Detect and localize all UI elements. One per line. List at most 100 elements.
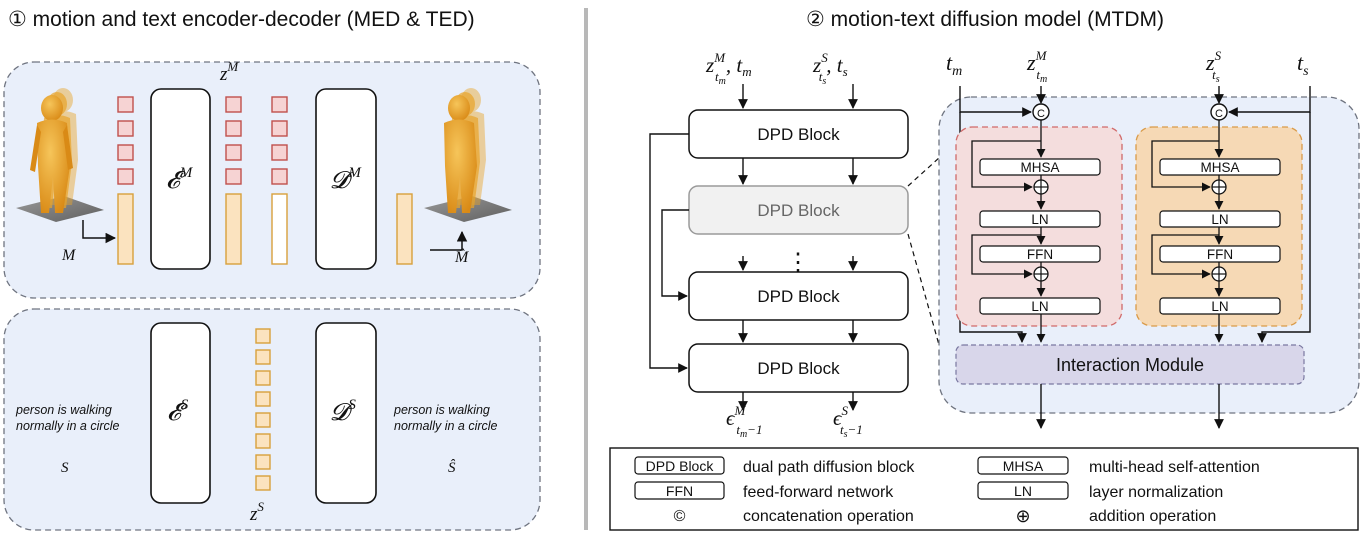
text-encoder-block (150, 322, 211, 504)
token (225, 193, 242, 265)
token (255, 349, 271, 365)
detail-input-ts: ts (1297, 50, 1309, 79)
token (271, 120, 288, 137)
ted-panel (3, 308, 541, 531)
text-input-s: S (61, 460, 69, 476)
legend-mhsa-key-box (977, 456, 1069, 475)
token (117, 144, 134, 161)
token (225, 120, 242, 137)
legend-ln-desc: layer normalization (1089, 484, 1223, 501)
ln-box (979, 210, 1101, 228)
token (271, 96, 288, 113)
legend-concat-desc: concatenation operation (743, 508, 914, 525)
mhsa-box (1159, 158, 1281, 176)
token (117, 168, 134, 185)
token (255, 433, 271, 449)
ln-box (1159, 297, 1281, 315)
legend-dpd-key-box (634, 456, 725, 475)
legend-ln-key-box (977, 481, 1069, 500)
residual (1151, 140, 1219, 192)
text-decoder-block (315, 322, 377, 504)
output-arrow (430, 230, 468, 251)
dpd-block-4 (688, 343, 909, 393)
token (255, 412, 271, 428)
dpd-block-1-label: DPD Block (757, 125, 840, 144)
token (225, 168, 242, 185)
ffn-label: FFN (1207, 247, 1233, 262)
detail-input-tm: tm (946, 50, 962, 79)
input-motion-tokens (117, 96, 134, 265)
token (255, 328, 271, 344)
ln-label: LN (1031, 212, 1048, 227)
interaction-module-label: Interaction Module (1056, 355, 1204, 375)
ln-label: LN (1211, 212, 1228, 227)
input-arrow (82, 220, 117, 244)
input-motion-figure (16, 88, 104, 222)
text-path-internals: MHSA LN FFN LN (1151, 120, 1281, 343)
ln-box (1159, 210, 1281, 228)
mhsa-label: MHSA (1200, 160, 1239, 175)
motion-path-internals: MHSA LN FFN LN (971, 120, 1101, 343)
ln-label: LN (1031, 299, 1048, 314)
mhsa-label: MHSA (1020, 160, 1059, 175)
residual (971, 234, 1041, 279)
interaction-module (955, 344, 1305, 385)
residual (971, 140, 1041, 192)
ffn-label: FFN (1027, 247, 1053, 262)
concat-symbol-text: C (1215, 108, 1223, 120)
legend-ffn-desc: feed-forward network (743, 484, 894, 501)
token (117, 96, 134, 113)
output-motion-token (396, 193, 413, 265)
token (271, 193, 288, 265)
ts-to-interaction (1257, 112, 1311, 343)
legend-ln-key: LN (1014, 483, 1032, 499)
token (117, 120, 134, 137)
token (225, 144, 242, 161)
token (225, 96, 242, 113)
input-label-m: M (61, 247, 77, 264)
output-label-mhat: M̂ (454, 247, 470, 266)
legend-add-desc: addition operation (1089, 508, 1216, 525)
dpd-block-3-label: DPD Block (757, 287, 840, 306)
residual (1151, 234, 1219, 279)
concat-symbol-motion: C (1037, 108, 1045, 120)
token (255, 391, 271, 407)
legend-mhsa-desc: multi-head self-attention (1089, 459, 1260, 476)
legend-dpd-key: DPD Block (646, 458, 715, 474)
text-output-shat: Ŝ (448, 459, 456, 476)
latent-zm-label: zM (219, 59, 239, 85)
token (271, 168, 288, 185)
ffn-box (979, 245, 1101, 263)
right-title: ② motion-text diffusion model (MTDM) (806, 8, 1164, 31)
token (255, 370, 271, 386)
skip-connection-outer (649, 133, 689, 373)
dpd-block-2-label: DPD Block (757, 201, 840, 220)
legend-ffn-key-box (634, 481, 725, 500)
token (255, 454, 271, 470)
text-output-line1: person is walking (393, 403, 490, 417)
ffn-box (1159, 245, 1281, 263)
ln-box (979, 297, 1101, 315)
left-title: ① motion and text encoder-decoder (MED &… (8, 8, 475, 31)
ln-label: LN (1211, 299, 1228, 314)
latent-motion-tokens (225, 96, 288, 265)
skip-connection-inner (661, 209, 689, 301)
token (255, 475, 271, 491)
dpd-block-4-label: DPD Block (757, 359, 840, 378)
legend-ffn-key: FFN (666, 483, 693, 499)
text-output-line2: normally in a circle (394, 419, 498, 433)
legend-concat-key: © (674, 508, 686, 525)
legend-mhsa-key: MHSA (1003, 458, 1044, 474)
text-input-line2: normally in a circle (16, 419, 120, 433)
text-input-line1: person is walking (15, 403, 112, 417)
latent-zs-label: zS (249, 499, 264, 525)
token (117, 193, 134, 265)
legend-add-key: ⊕ (1015, 506, 1030, 526)
